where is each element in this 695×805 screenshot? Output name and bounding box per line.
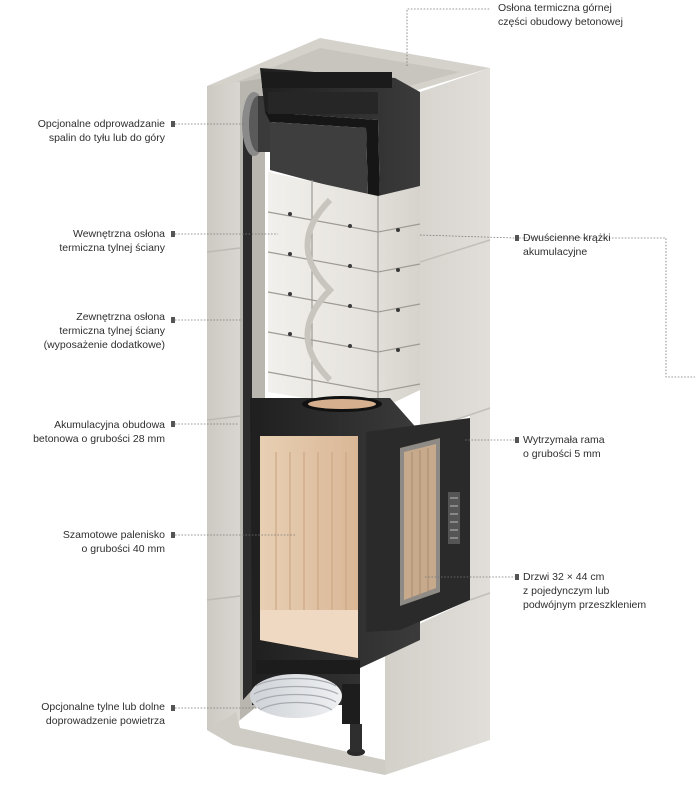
label-firebox: Szamotowe palenisko o grubości 40 mm (62, 529, 165, 555)
label-storage-rings: Dwuścienne krążki akumulacyjne (523, 232, 611, 258)
base-slab (207, 712, 385, 775)
label-door: Drzwi 32 × 44 cm z pojedynczym lub podwó… (523, 571, 647, 611)
door (366, 418, 470, 632)
label-concrete-housing: Akumulacyjna obudowa betonowa o grubości… (33, 419, 165, 445)
door-handle (448, 492, 460, 544)
label-inner-rear-shield: Wewnętrzna osłona termiczna tylnej ścian… (59, 228, 165, 254)
front-wall (385, 68, 490, 775)
storage-rings (267, 172, 421, 410)
firebox-chamotte (260, 436, 358, 658)
leader-lines (175, 8, 695, 709)
flue-collector (260, 68, 420, 198)
label-air-supply: Opcjonalne tylne lub dolne doprowadzenie… (41, 701, 165, 727)
leader-ticks (171, 121, 519, 711)
label-outer-rear-shield: Zewnętrzna osłona termiczna tylnej ścian… (43, 311, 165, 351)
label-frame: Wytrzymała rama o grubości 5 mm (523, 434, 605, 460)
air-supply-duct (250, 674, 365, 756)
label-exhaust-outlet: Opcjonalne odprowadzanie spalin do tyłu … (37, 118, 165, 144)
label-top-cover: Osłona termiczna górnej części obudowy b… (498, 2, 623, 28)
exhaust-outlet (242, 92, 272, 156)
left-wall (207, 82, 240, 745)
